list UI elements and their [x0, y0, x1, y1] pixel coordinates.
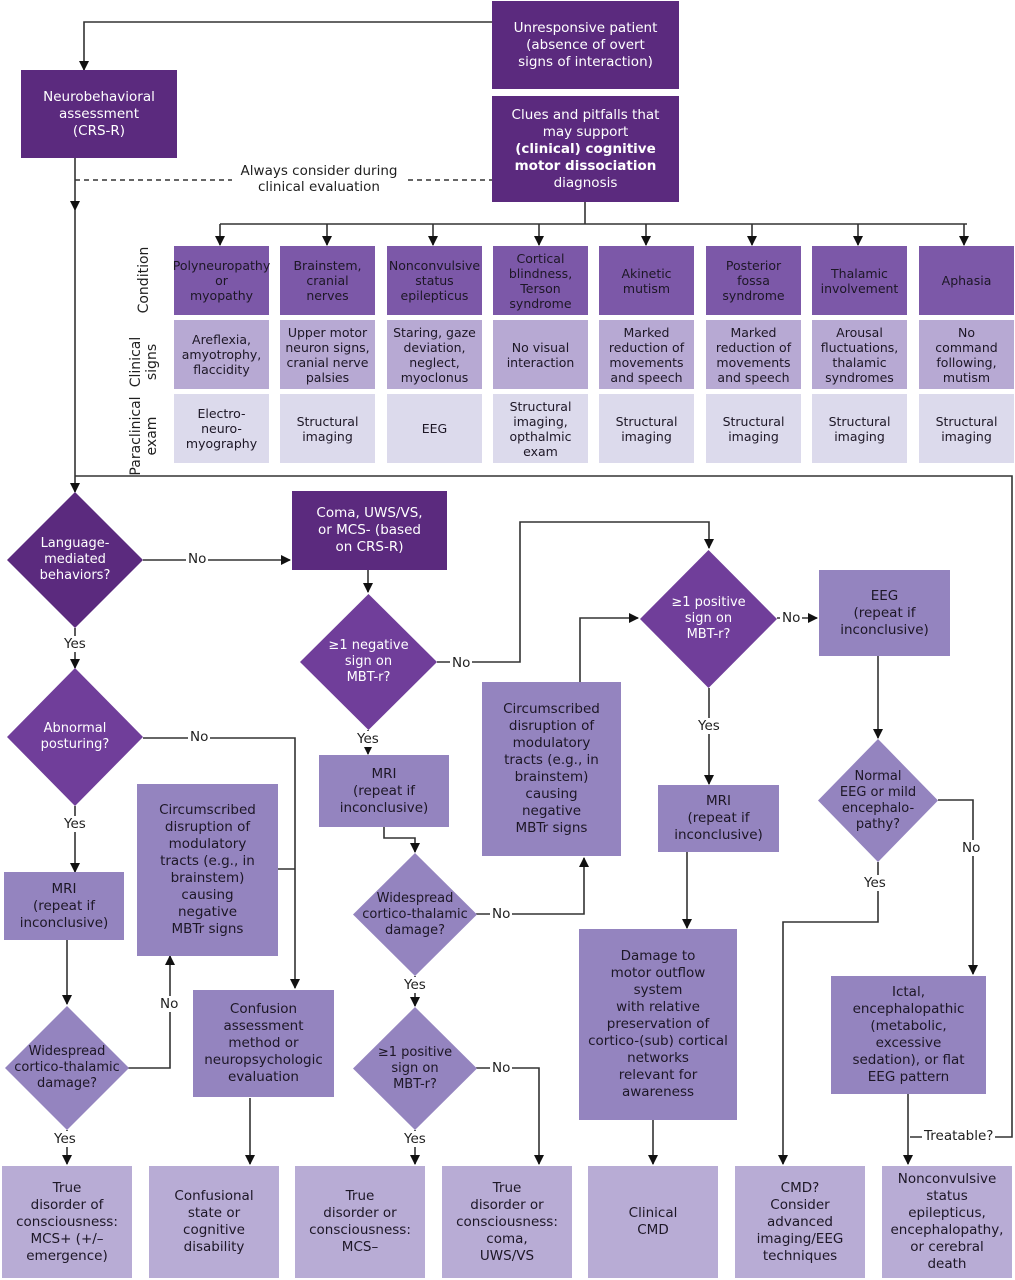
edge-label-yes: Yes [52, 1131, 78, 1147]
edge-label-yes: Yes [62, 816, 88, 832]
clues-diagnosis-text: diagnosis [553, 174, 618, 191]
clinical-signs-cell: Marked reduction of movements and speech [599, 320, 694, 389]
positive-sign-mbtr-center-decision: ≥1 positive sign on MBT-r? [353, 1007, 477, 1130]
circumscribed-disruption-mid-box: Circumscribed disruption of modulatory t… [482, 682, 621, 856]
clues-text: Clues and pitfalls that may support [511, 106, 660, 140]
paraclinical-exam-cell: Structural imaging [706, 394, 801, 463]
clinical-signs-cell: Upper motor neuron signs, cranial nerve … [280, 320, 375, 389]
condition-cell: Akinetic mutism [599, 246, 694, 315]
condition-cell: Polyneuropathy or myopathy [173, 246, 270, 315]
decision-text: Language- mediated behaviors? [39, 536, 111, 583]
decision-text: ≥1 positive sign on MBT-r? [377, 1044, 453, 1092]
connector-line [383, 827, 420, 853]
edge-label-yes: Yes [62, 636, 88, 652]
motor-outflow-damage-box: Damage to motor outflow system with rela… [579, 929, 737, 1120]
paraclinical-exam-cell: Structural imaging, opthalmic exam [493, 394, 588, 463]
condition-cell: Thalamic involvement [812, 246, 907, 315]
edge-label-yes: Yes [862, 875, 888, 891]
connector-line [579, 613, 639, 682]
unresponsive-patient-box: Unresponsive patient (absence of overt s… [492, 1, 679, 89]
paraclinical-exam-cell: Structural imaging [280, 394, 375, 463]
mri-center-box: MRI (repeat if inconclusive) [319, 755, 449, 827]
edge-label-treatable: Treatable? [922, 1128, 996, 1144]
condition-cell: Aphasia [919, 246, 1014, 315]
paraclinical-exam-cell: Structural imaging [812, 394, 907, 463]
outcome-box: Confusional state or cognitive disabilit… [149, 1166, 279, 1278]
neurobehavioral-assessment-box: Neurobehavioral assessment (CRS-R) [21, 70, 177, 158]
edge-label-no: No [960, 840, 983, 856]
edge-widespread-left-no [128, 955, 175, 1069]
widespread-damage-left-decision: Widespread cortico-thalamic damage? [5, 1006, 129, 1130]
clinical-signs-cell: Areflexia, amyotrophy, flaccidity [174, 320, 269, 389]
decision-text: ≥1 negative sign on MBT-r? [328, 638, 409, 685]
clinical-signs-cell: No visual interaction [493, 320, 588, 389]
paraclinical-exam-cell: Structural imaging [599, 394, 694, 463]
decision-text: ≥1 positive sign on MBT-r? [671, 595, 746, 642]
outcome-box: CMD? Consider advanced imaging/EEG techn… [735, 1166, 865, 1278]
outcome-box: Clinical CMD [588, 1166, 718, 1278]
edge-label-no: No [186, 551, 209, 567]
condition-cell: Cortical blindness, Terson syndrome [493, 246, 588, 315]
always-consider-label: Always consider during clinical evaluati… [232, 163, 406, 195]
edge-label-yes: Yes [696, 718, 722, 734]
edge-label-yes: Yes [355, 731, 381, 747]
edge-label-no: No [490, 1060, 513, 1076]
negative-sign-mbtr-decision: ≥1 negative sign on MBT-r? [300, 594, 437, 730]
edge-label-yes: Yes [402, 1131, 428, 1147]
paraclinical-exam-cell: Electro- neuro- myography [174, 394, 269, 463]
clues-pitfalls-box: Clues and pitfalls that may support (cli… [492, 96, 679, 202]
condition-cell: Brainstem, cranial nerves [280, 246, 375, 315]
confusion-assessment-box: Confusion assessment method or neuropsyc… [193, 990, 334, 1097]
edge-normal-no [938, 799, 978, 975]
coma-uws-mcs-box: Coma, UWS/VS, or MCS- (based on CRS-R) [292, 491, 447, 570]
mri-right-box: MRI (repeat if inconclusive) [658, 785, 779, 852]
decision-text: Widespread cortico-thalamic damage? [362, 890, 468, 938]
language-mediated-decision: Language- mediated behaviors? [7, 492, 143, 628]
positive-sign-mbtr-right-decision: ≥1 positive sign on MBT-r? [640, 550, 777, 688]
edge-label-no: No [158, 996, 181, 1012]
edge-label-no: No [490, 906, 513, 922]
clinical-signs-cell: No command following, mutism [919, 320, 1014, 389]
ictal-encephalopathic-box: Ictal, encephalopathic (metabolic, exces… [831, 976, 986, 1094]
edge-label-no: No [188, 729, 211, 745]
edge-label-yes: Yes [402, 977, 428, 993]
edge-pos-center-no [476, 1067, 544, 1165]
normal-eeg-decision: Normal EEG or mild encephalo- pathy? [818, 739, 938, 862]
decision-text: Abnormal posturing? [40, 721, 110, 752]
outcome-box: True disorder of consciousness: MCS+ (+/… [2, 1166, 132, 1278]
edge-label-no: No [780, 610, 803, 626]
outcome-box: True disorder or consciousness: coma, UW… [442, 1166, 572, 1278]
widespread-damage-center-decision: Widespread cortico-thalamic damage? [353, 853, 477, 976]
abnormal-posturing-decision: Abnormal posturing? [7, 668, 143, 806]
row-label-paraclinical-exam: Paraclinical exam [128, 396, 160, 476]
clues-bold-text: (clinical) cognitive motor dissociation [514, 140, 657, 174]
decision-text: Normal EEG or mild encephalo- pathy? [839, 768, 917, 832]
edge-label-no: No [450, 655, 473, 671]
paraclinical-exam-cell: Structural imaging [919, 394, 1014, 463]
outcome-box: Nonconvulsive status epilepticus, enceph… [882, 1166, 1012, 1278]
paraclinical-exam-cell: EEG [387, 394, 482, 463]
clinical-signs-cell: Marked reduction of movements and speech [706, 320, 801, 389]
edge-neg-sign-no [437, 521, 714, 663]
clinical-signs-cell: Staring, gaze deviation, neglect, myoclo… [387, 320, 482, 389]
eeg-box: EEG (repeat if inconclusive) [819, 570, 950, 656]
decision-text: Widespread cortico-thalamic damage? [14, 1044, 120, 1091]
outcome-box: True disorder or consciousness: MCS– [295, 1166, 425, 1278]
mri-left-box: MRI (repeat if inconclusive) [4, 872, 124, 940]
edge-normal-yes [778, 862, 879, 1165]
condition-cell: Posterior fossa syndrome [706, 246, 801, 315]
clinical-signs-cell: Arousal fluctuations, thalamic syndromes [812, 320, 907, 389]
edge-unresponsive-to-assessment [79, 21, 492, 71]
row-label-condition: Condition [136, 246, 152, 314]
condition-cell: Nonconvulsive status epilepticus [387, 246, 482, 315]
circumscribed-disruption-left-box: Circumscribed disruption of modulatory t… [137, 784, 278, 956]
